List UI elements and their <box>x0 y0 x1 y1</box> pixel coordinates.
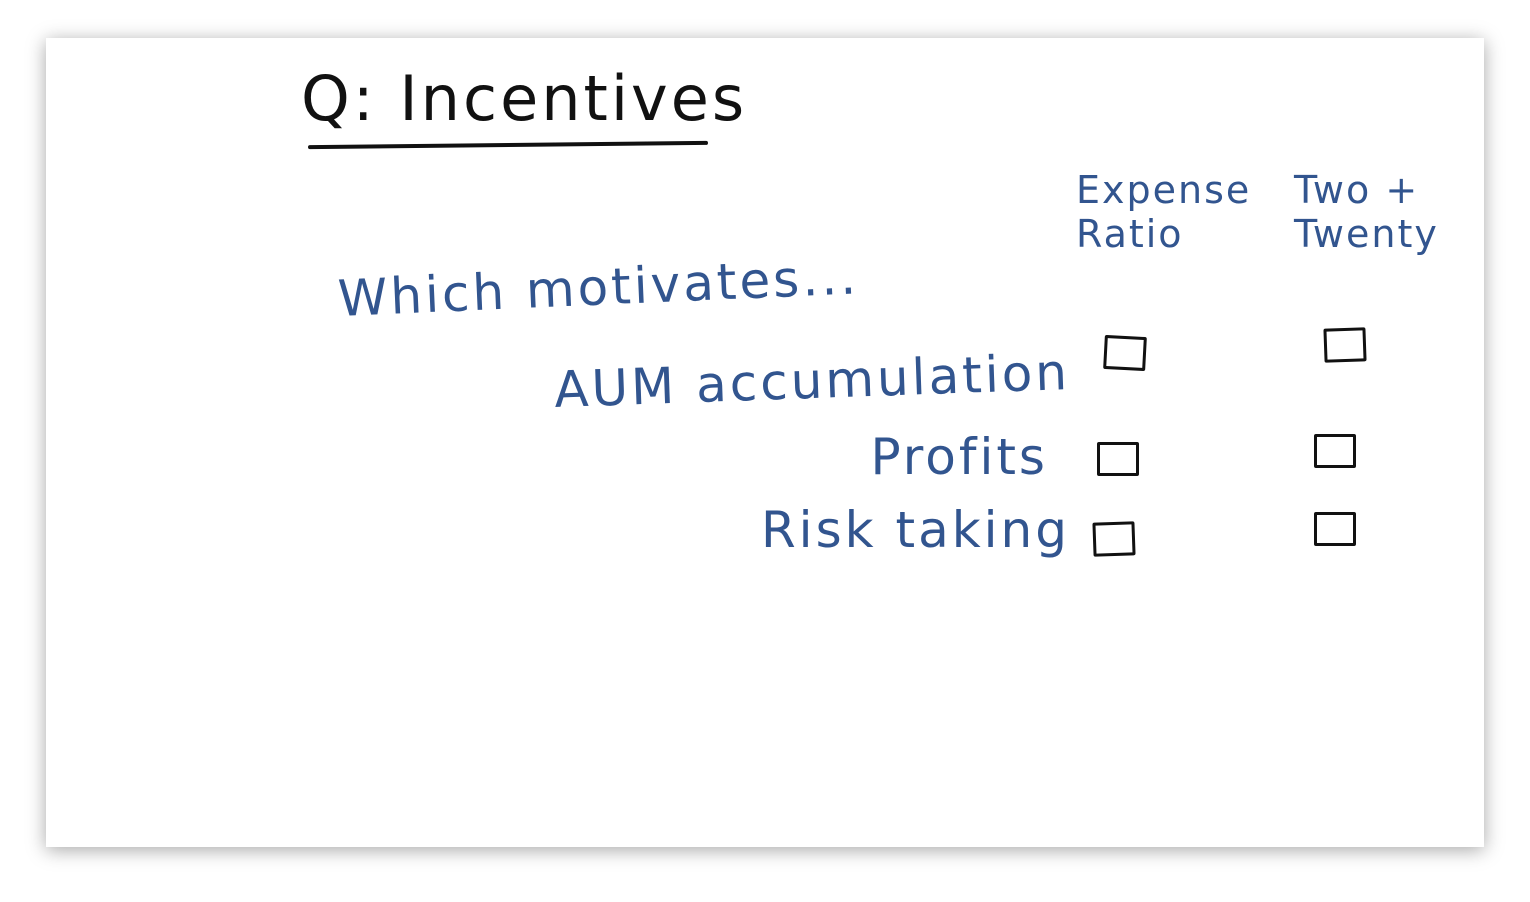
quiz-title: Q: Incentives <box>301 62 748 135</box>
column-header-line: Expense <box>1076 168 1252 212</box>
checkbox-risk-expense-ratio[interactable] <box>1092 521 1136 557</box>
title-underline <box>307 140 709 150</box>
checkbox-profits-expense-ratio[interactable] <box>1097 442 1139 476</box>
column-header-line: Two + <box>1294 168 1420 212</box>
checkbox-aum-two-twenty[interactable] <box>1323 327 1367 363</box>
checkbox-risk-two-twenty[interactable] <box>1314 512 1356 546</box>
row-label-profits: Profits <box>870 428 1048 486</box>
column-header-expense-ratio: Expense Ratio <box>1076 168 1251 256</box>
row-label-aum: AUM accumulation <box>553 343 1072 419</box>
whiteboard-frame: Q: Incentives Which motivates... Expense… <box>46 38 1484 847</box>
checkbox-aum-expense-ratio[interactable] <box>1103 334 1147 372</box>
column-header-line: Twenty <box>1294 212 1439 256</box>
column-header-two-and-twenty: Two + Twenty <box>1294 168 1439 256</box>
row-label-risk: Risk taking <box>760 501 1070 559</box>
checkbox-profits-two-twenty[interactable] <box>1314 434 1356 468</box>
column-header-line: Ratio <box>1076 212 1184 256</box>
quiz-prompt: Which motivates... <box>336 247 860 328</box>
